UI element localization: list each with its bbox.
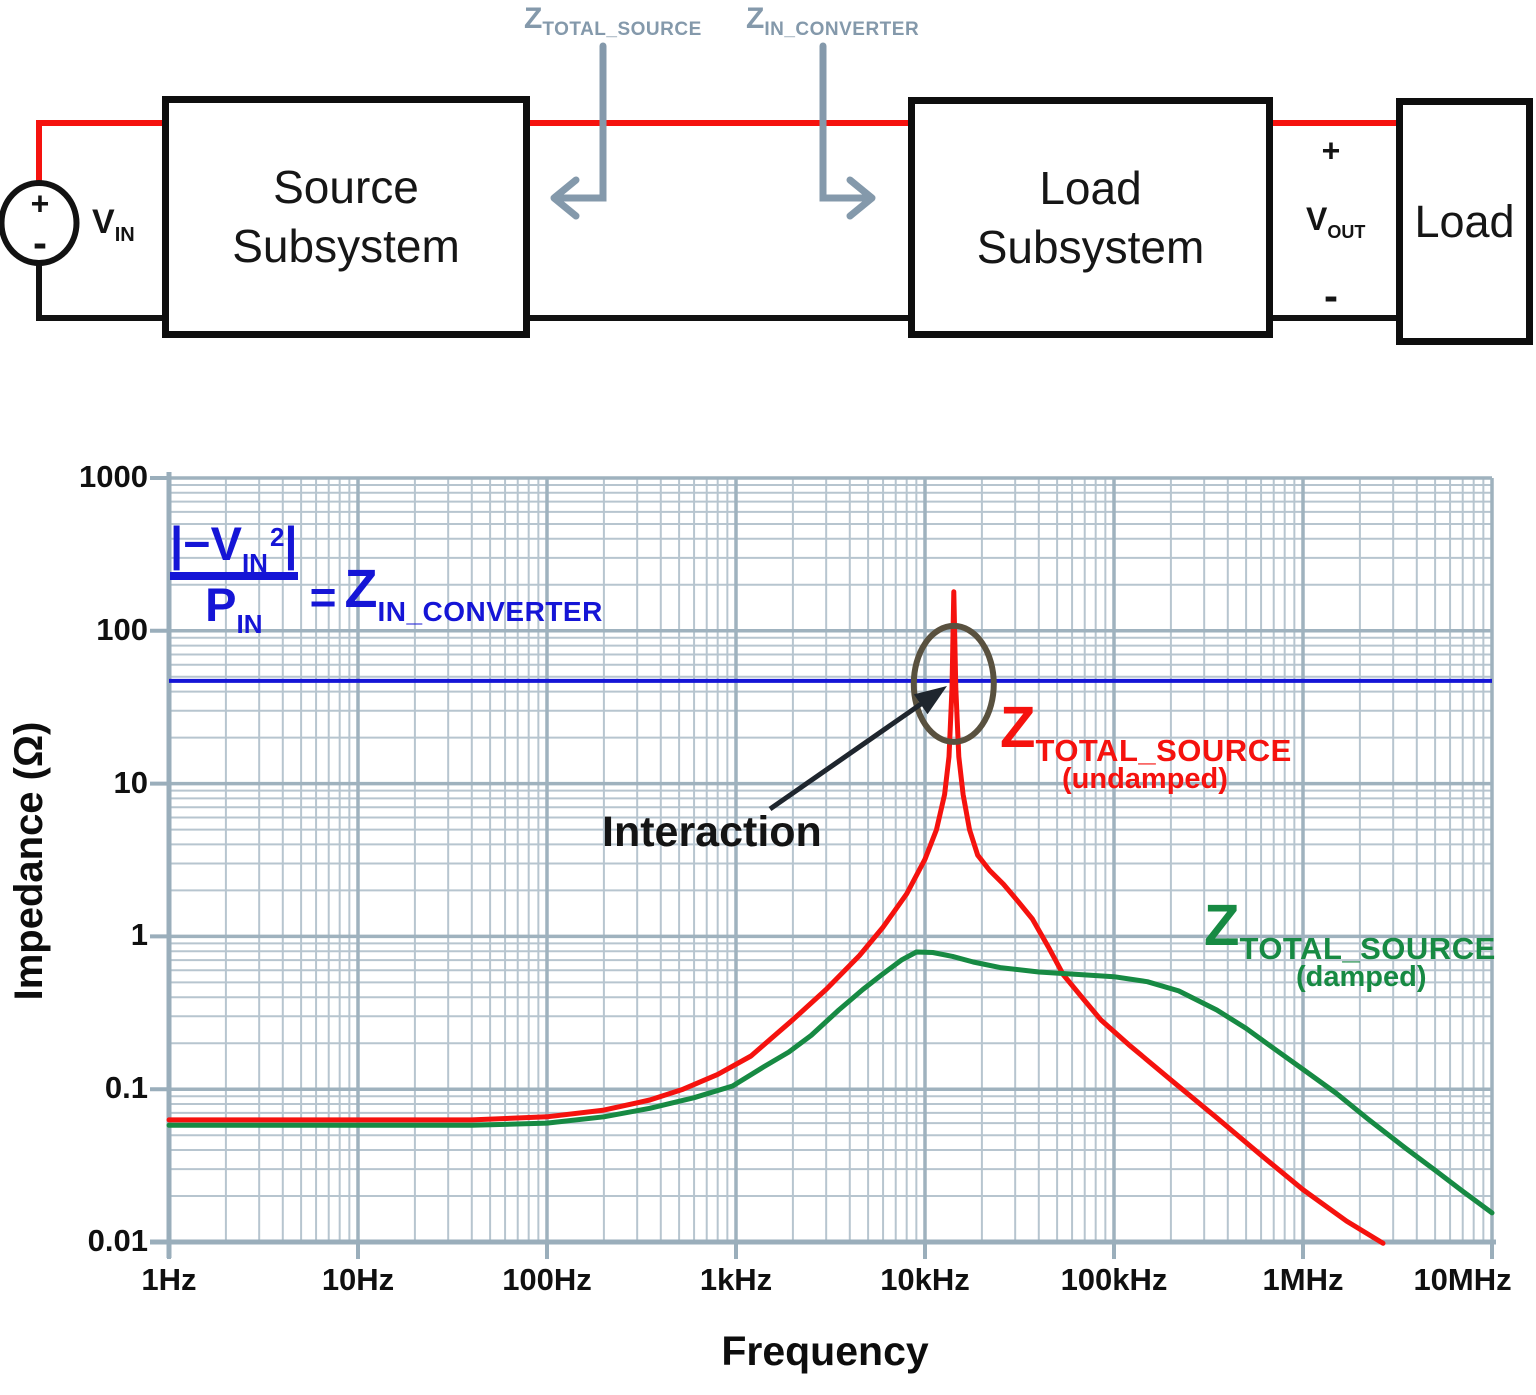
probe-arrow-right xyxy=(819,42,868,202)
probe-arrow-left xyxy=(558,42,607,202)
source-subsystem-box: Source Subsystem xyxy=(162,96,530,338)
undamped-label-note: (undamped) xyxy=(1062,763,1228,795)
z-total-source-symbol: Z xyxy=(524,2,543,35)
formula-equals: = xyxy=(309,571,337,623)
formula-fraction: |−VIN2| PIN xyxy=(170,517,298,639)
damped-label-note: (damped) xyxy=(1296,961,1427,993)
probe-arrow-right-head xyxy=(846,176,876,220)
vout-plus-sign: + xyxy=(1321,132,1341,169)
vout-minus-sign: - xyxy=(1324,272,1338,319)
load-label: Load xyxy=(1414,195,1515,247)
undamped-label-symbol: Z xyxy=(1000,695,1036,760)
z-total-source-subscript: TOTAL_SOURCE xyxy=(542,19,702,40)
source-subsystem-label-line2: Subsystem xyxy=(232,220,460,272)
damped-curve-label: ZTOTAL_SOURCE (damped) xyxy=(1204,892,1496,994)
probe-arrow-left-head xyxy=(550,176,580,220)
formula-numerator: |−VIN2| xyxy=(170,517,298,578)
z-in-converter-subscript: IN_CONVERTER xyxy=(764,19,920,40)
y-axis-title: Impedance (Ω) xyxy=(7,721,51,1001)
block-diagram-wiring xyxy=(0,42,1396,321)
vin-minus-sign: - xyxy=(33,219,47,266)
vout-subscript: OUT xyxy=(1327,222,1366,242)
vout-label: VOUT xyxy=(1306,201,1365,242)
probe-label-z-total-source: ZTOTAL_SOURCE xyxy=(524,2,702,40)
load-box: Load xyxy=(1396,98,1533,345)
fraction-bar xyxy=(170,571,298,580)
vin-plus-sign: + xyxy=(30,185,50,222)
interaction-arrow-line xyxy=(768,701,923,812)
load-subsystem-box: Load Subsystem xyxy=(908,97,1273,338)
wire-black xyxy=(36,259,1396,321)
vin-symbol: V xyxy=(92,203,115,241)
load-subsystem-label-line2: Subsystem xyxy=(976,220,1205,273)
interaction-annotation: Interaction xyxy=(602,808,822,856)
vin-subscript: IN xyxy=(114,224,135,246)
probe-label-z-in-converter: ZIN_CONVERTER xyxy=(746,2,919,40)
undamped-label-subscript: TOTAL_SOURCE xyxy=(1035,733,1292,768)
vin-label: VIN xyxy=(92,203,135,246)
undamped-curve-label: ZTOTAL_SOURCE (undamped) xyxy=(1000,694,1292,796)
formula-denominator: PIN xyxy=(205,577,263,639)
formula-z-in-converter: ZIN_CONVERTER xyxy=(344,559,603,627)
source-subsystem-label-line1: Source xyxy=(273,161,419,214)
damped-label-subscript: TOTAL_SOURCE xyxy=(1239,931,1496,966)
interaction-circle xyxy=(910,622,997,745)
z-in-converter-symbol: Z xyxy=(746,2,765,35)
x-axis-title: Frequency xyxy=(721,1328,929,1374)
curve-z_total_source_damped xyxy=(166,949,1495,1216)
interaction-arrow-head xyxy=(913,686,947,715)
damped-label-symbol: Z xyxy=(1204,893,1240,958)
wire-red xyxy=(36,120,1396,187)
voltage-source-circle xyxy=(0,180,80,266)
curve-z_total_source_undamped xyxy=(166,589,1386,1246)
impedance-chart xyxy=(150,472,1496,1259)
load-subsystem-label-line1: Load xyxy=(1039,161,1142,214)
vout-symbol: V xyxy=(1306,201,1328,237)
converter-impedance-formula: |−VIN2| PIN = ZIN_CONVERTER xyxy=(170,517,603,639)
